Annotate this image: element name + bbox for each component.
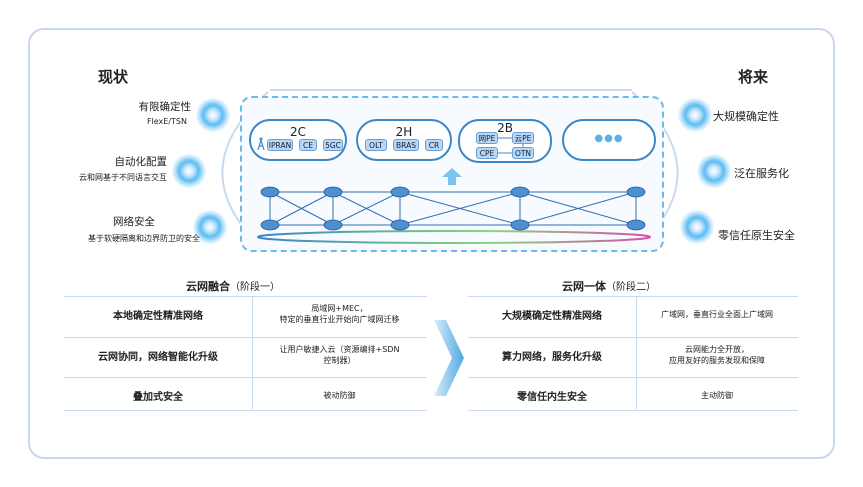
left-feature-title: 网络安全 xyxy=(113,216,155,228)
glow-icon xyxy=(678,98,712,132)
scenario-title: 2H xyxy=(395,125,413,139)
chip: BRAS xyxy=(393,139,419,151)
phase2-phase: （阶段二） xyxy=(606,282,656,293)
glow-icon xyxy=(196,98,230,132)
table-cell: 算力网络，服务化升级 xyxy=(502,351,602,363)
table-cell: 广域网，垂直行业全面上广域网 xyxy=(661,309,773,319)
table-cell: 本地确定性精准网络 xyxy=(113,310,203,322)
table-row: 算力网络，服务化升级 云网能力全开放， 应用友好的服务发现和保障 xyxy=(468,337,798,371)
left-feature-subtitle: 基于软硬隔离和边界防卫的安全 xyxy=(88,234,200,243)
phase2-title: 云网一体（阶段二） xyxy=(562,278,656,294)
phase2-name: 云网一体 xyxy=(562,280,606,293)
glow-icon xyxy=(697,154,731,188)
right-feature-title: 泛在服务化 xyxy=(734,167,789,180)
network-mesh xyxy=(257,186,651,244)
table-cell: 主动防御 xyxy=(701,390,733,400)
chip: IPRAN xyxy=(267,139,293,151)
scenario-2h: 2H OLT BRAS CR xyxy=(356,119,452,161)
table-cell: 让用户敏捷入云（资源编排+SDN 控制器） xyxy=(279,345,400,365)
table-cell: 局域网+MEC， 特定的垂直行业开始向广域网迁移 xyxy=(279,304,400,324)
table-cell: 叠加式安全 xyxy=(133,391,183,403)
chip: 5GC xyxy=(323,139,343,151)
chip: CE xyxy=(299,139,317,151)
scenario-2b: 2B 网PE 云PE CPE OTN xyxy=(458,119,552,163)
right-feature-title: 大规模确定性 xyxy=(713,110,779,123)
table-row: 本地确定性精准网络 局域网+MEC， 特定的垂直行业开始向广域网迁移 xyxy=(64,296,427,330)
glow-icon xyxy=(172,154,206,188)
left-feature-subtitle: FlexE/TSN xyxy=(146,117,187,126)
right-heading: 将来 xyxy=(738,68,769,86)
scenario-title: 2B xyxy=(497,121,513,135)
table-cell: 大规模确定性精准网络 xyxy=(502,310,602,322)
table-row: 叠加式安全 被动防御 xyxy=(64,377,427,411)
chip: CR xyxy=(425,139,443,151)
scenario-2c: 2C IPRAN CE 5GC xyxy=(249,119,347,161)
table-cell: 零信任内生安全 xyxy=(517,391,587,403)
left-heading: 现状 xyxy=(98,68,129,86)
glow-icon xyxy=(680,210,714,244)
table-cell: 被动防御 xyxy=(323,390,356,400)
up-arrow-icon xyxy=(442,168,462,185)
chip: OTN xyxy=(512,147,534,159)
phase1-phase: （阶段一） xyxy=(230,282,280,293)
phase1-name: 云网融合 xyxy=(186,280,230,293)
chip: CPE xyxy=(476,147,498,159)
next-arrow-icon xyxy=(434,320,464,396)
chip: OLT xyxy=(365,139,387,151)
diagram-frame xyxy=(28,28,835,459)
phase1-title: 云网融合（阶段一） xyxy=(186,278,280,294)
table-cell: 云网协同，网络智能化升级 xyxy=(98,351,218,363)
scenario-title: 2C xyxy=(289,125,306,139)
scenario-more: ●●● xyxy=(562,119,656,161)
table-divider xyxy=(636,296,637,411)
right-feature-title: 零信任原生安全 xyxy=(718,229,795,242)
chip: 网PE xyxy=(476,132,498,144)
left-feature-subtitle: 云和网基于不同语言交互 xyxy=(79,173,167,182)
antenna-icon xyxy=(255,135,267,151)
glow-icon xyxy=(193,210,227,244)
left-feature-title: 自动化配置 xyxy=(114,156,168,168)
table-row: 云网协同，网络智能化升级 让用户敏捷入云（资源编排+SDN 控制器） xyxy=(64,337,427,371)
table-row: 零信任内生安全 主动防御 xyxy=(468,377,798,411)
table-cell: 云网能力全开放， 应用友好的服务发现和保障 xyxy=(669,345,765,365)
table-divider xyxy=(252,296,253,411)
chip: 云PE xyxy=(512,132,534,144)
table-row: 大规模确定性精准网络 广域网，垂直行业全面上广域网 xyxy=(468,296,798,330)
chip-links xyxy=(498,137,524,154)
left-feature-title: 有限确定性 xyxy=(138,101,192,113)
more-dots: ●●● xyxy=(594,133,624,144)
